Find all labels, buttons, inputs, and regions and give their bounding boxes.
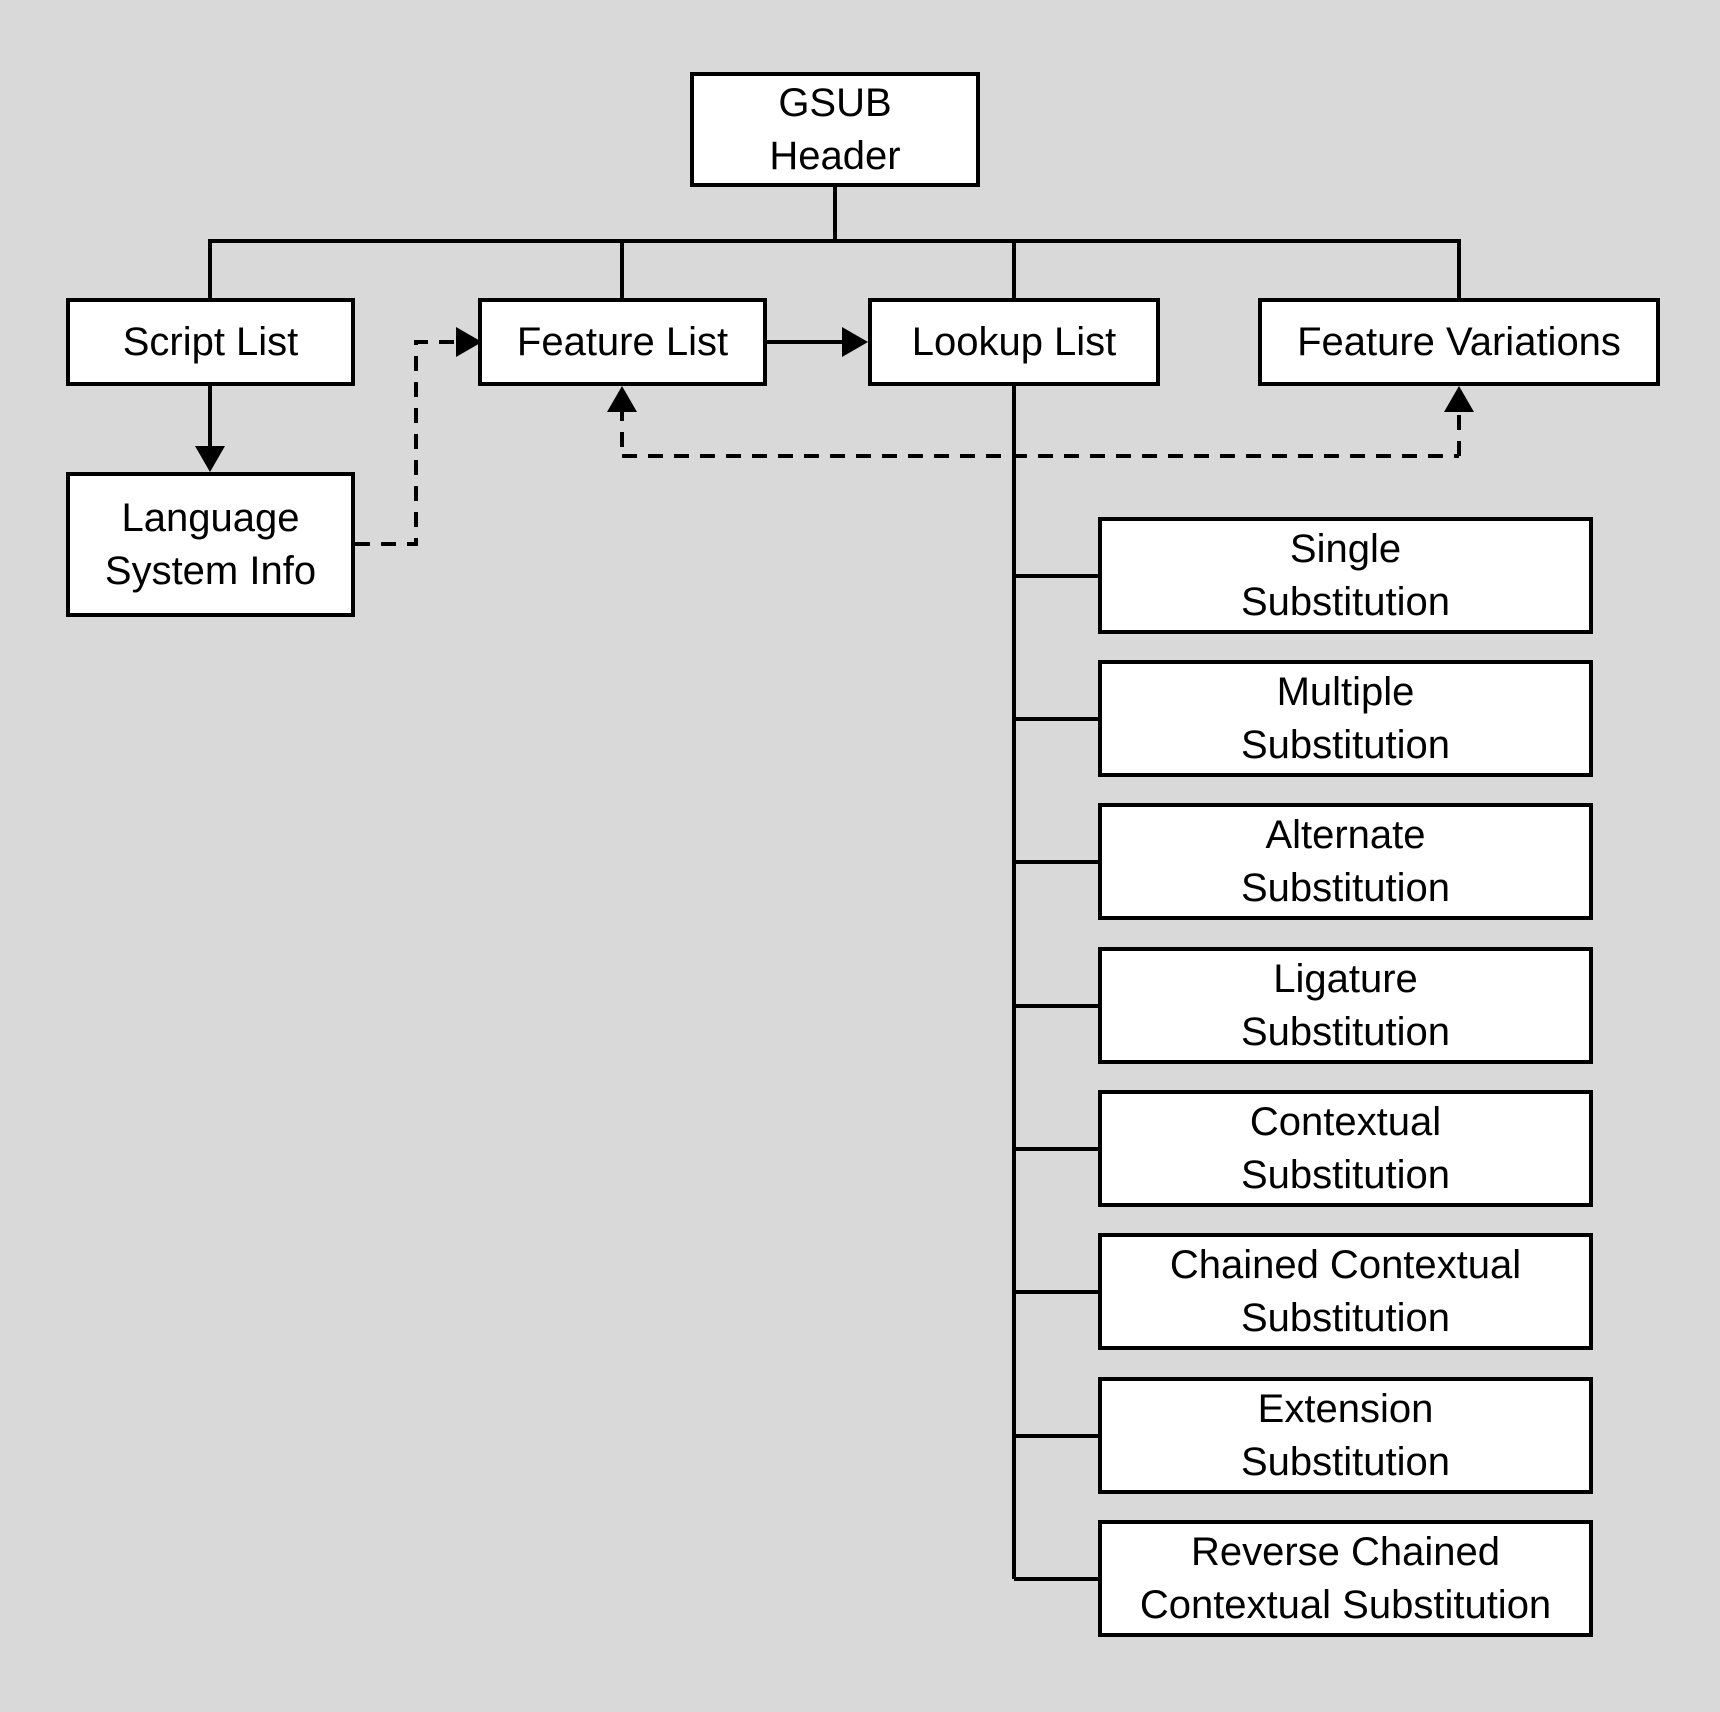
- arrowheads: [195, 327, 1474, 472]
- node-contextual-substitution: Contextual Substitution: [1098, 1090, 1593, 1207]
- multiple-substitution-line2: Substitution: [1240, 722, 1451, 767]
- alternate-substitution-line1: Alternate: [1265, 812, 1426, 857]
- lookup-list-label: Lookup List: [911, 319, 1117, 364]
- gsub-header-label-line1: GSUB: [778, 80, 892, 125]
- arrowhead-dashed-to-featurevariations: [1444, 386, 1474, 412]
- gsub-header-label-line2: Header: [769, 133, 901, 178]
- reverse-chained-contextual-substitution-line1: Reverse Chained: [1190, 1529, 1501, 1574]
- dashed-langsys-to-featurelist: [355, 340, 460, 546]
- arrowhead-script-to-langsys: [195, 446, 225, 472]
- node-multiple-substitution: Multiple Substitution: [1098, 660, 1593, 777]
- chained-contextual-substitution-line1: Chained Contextual: [1169, 1242, 1522, 1287]
- language-system-info-label-line2: System Info: [104, 548, 317, 593]
- node-alternate-substitution: Alternate Substitution: [1098, 803, 1593, 920]
- node-chained-contextual-substitution: Chained Contextual Substitution: [1098, 1233, 1593, 1350]
- arrowhead-langsys-to-featurelist: [456, 327, 482, 357]
- reverse-chained-contextual-substitution-line2: Contextual Substitution: [1139, 1582, 1552, 1627]
- node-feature-variations: Feature Variations: [1258, 298, 1660, 386]
- contextual-substitution-line1: Contextual: [1249, 1099, 1442, 1144]
- feature-list-label: Feature List: [516, 319, 729, 364]
- multiple-substitution-line1: Multiple: [1276, 669, 1415, 714]
- node-script-list: Script List: [66, 298, 355, 386]
- feature-variations-label: Feature Variations: [1297, 319, 1621, 364]
- single-substitution-line1: Single: [1289, 526, 1402, 571]
- arrowhead-dashed-to-featurelist: [607, 386, 637, 412]
- single-substitution-line2: Substitution: [1240, 579, 1451, 624]
- solid-edges: [208, 186, 1461, 1581]
- script-list-label: Script List: [122, 319, 299, 364]
- chained-contextual-substitution-line2: Substitution: [1240, 1295, 1451, 1340]
- ligature-substitution-line1: Ligature: [1273, 956, 1418, 1001]
- ligature-substitution-line2: Substitution: [1240, 1009, 1451, 1054]
- node-gsub-header: GSUB Header: [690, 72, 980, 187]
- node-single-substitution: Single Substitution: [1098, 517, 1593, 634]
- arrowhead-feature-to-lookup: [842, 327, 868, 357]
- extension-substitution-line1: Extension: [1257, 1386, 1434, 1431]
- alternate-substitution-line2: Substitution: [1240, 865, 1451, 910]
- contextual-substitution-line2: Substitution: [1240, 1152, 1451, 1197]
- node-feature-list: Feature List: [478, 298, 767, 386]
- node-reverse-chained-contextual-substitution: Reverse Chained Contextual Substitution: [1098, 1520, 1593, 1637]
- dashed-edges: [355, 340, 1461, 546]
- node-extension-substitution: Extension Substitution: [1098, 1377, 1593, 1494]
- node-language-system-info: Language System Info: [66, 472, 355, 617]
- node-lookup-list: Lookup List: [868, 298, 1160, 386]
- language-system-info-label-line1: Language: [121, 495, 300, 540]
- extension-substitution-line2: Substitution: [1240, 1439, 1451, 1484]
- node-ligature-substitution: Ligature Substitution: [1098, 947, 1593, 1064]
